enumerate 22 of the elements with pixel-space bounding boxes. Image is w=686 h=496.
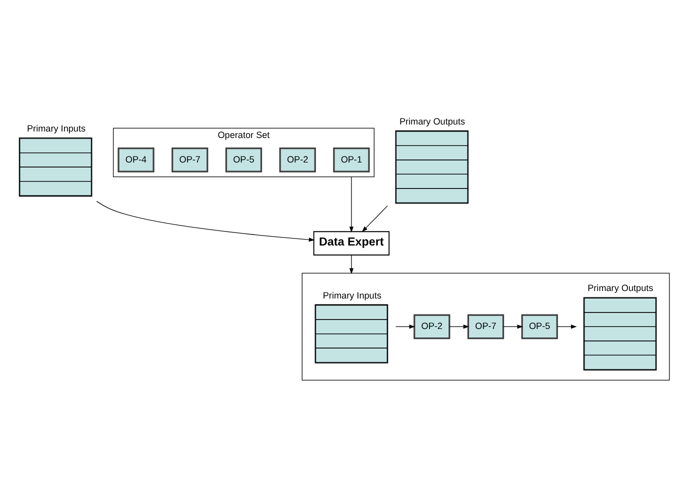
node-box: OP-7	[467, 314, 504, 339]
node-box: OP-5	[225, 146, 262, 172]
node-label: Primary Inputs	[27, 123, 86, 134]
node-box: Data Expert	[313, 230, 390, 255]
node-box: OP-2	[279, 146, 316, 172]
node-label: Primary Inputs	[322, 290, 382, 300]
arrow	[349, 254, 354, 274]
arrow	[349, 176, 354, 232]
arrow	[395, 324, 416, 328]
cluster	[302, 272, 670, 380]
arrow	[556, 324, 577, 328]
arrow	[449, 324, 470, 328]
node-label: Primary Outputs	[399, 116, 466, 126]
node-box: OP-1	[333, 146, 370, 172]
node-box: OP-7	[172, 146, 208, 172]
node-label: Primary Outputs	[588, 282, 654, 293]
node-box: OP-2	[414, 314, 450, 339]
arrow	[96, 200, 315, 242]
arrow	[503, 324, 524, 328]
node-box: OP-5	[521, 314, 558, 339]
arrow	[362, 204, 388, 232]
node-box: OP-4	[118, 146, 154, 172]
